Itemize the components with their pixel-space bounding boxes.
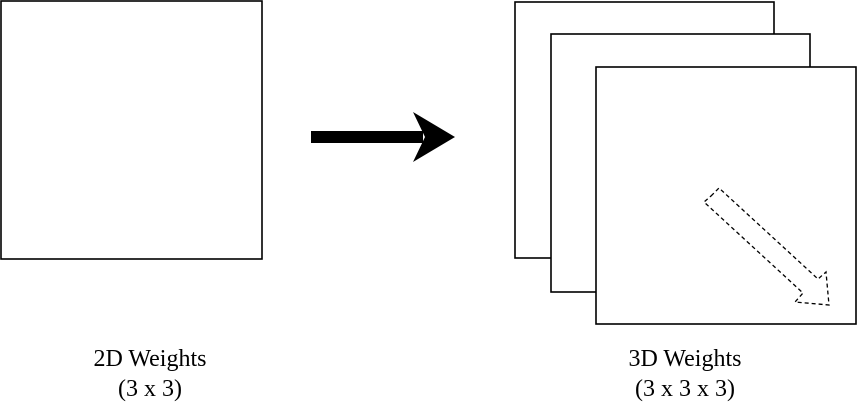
- caption-3d-title: 3D Weights: [628, 346, 742, 372]
- caption-2d-title: 2D Weights: [93, 346, 207, 372]
- caption-2d-weights: 2D Weights (3 x 3): [40, 344, 260, 404]
- caption-3d-dims: (3 x 3 x 3): [635, 376, 735, 402]
- caption-3d-weights: 3D Weights (3 x 3 x 3): [575, 344, 795, 404]
- dashed-direction-arrow-icon: [703, 187, 830, 306]
- transform-arrow-icon: [311, 112, 455, 162]
- weight-layer-front: [595, 66, 857, 325]
- caption-2d-dims: (3 x 3): [118, 376, 182, 402]
- weight-square-2d: [0, 0, 263, 260]
